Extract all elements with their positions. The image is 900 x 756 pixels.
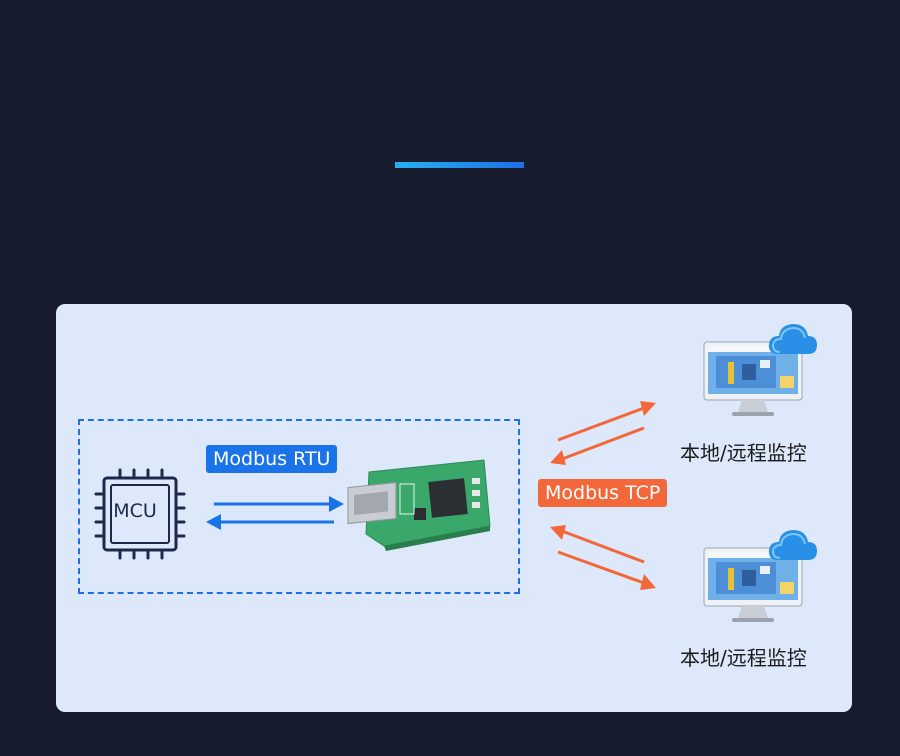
- monitor-caption: 本地/远程监控: [680, 646, 807, 670]
- arrow-up-right-icon: [557, 401, 656, 442]
- monitor-icon: [703, 547, 803, 622]
- modbus-rtu-label: Modbus RTU: [206, 445, 338, 473]
- tcp-arrows-bottom: [550, 525, 656, 590]
- diagram-panel: MCU Modbus RTU Modbus TCP: [56, 304, 852, 712]
- serial-module-icon: [347, 459, 491, 551]
- title-accent-bar: [395, 162, 524, 168]
- arrow-right-icon: [214, 496, 344, 512]
- arrow-down-left-icon: [550, 426, 645, 465]
- cloud-icon: [768, 530, 817, 560]
- tcp-arrows-top: [550, 401, 656, 465]
- device-boundary: [78, 419, 520, 594]
- arrow-left-icon: [206, 514, 334, 530]
- rtu-arrows: [206, 496, 344, 530]
- monitor-caption: 本地/远程监控: [680, 441, 807, 465]
- chip-icon: [94, 468, 186, 560]
- mcu-label: MCU: [113, 500, 157, 522]
- monitor-icon: [703, 341, 803, 416]
- arrow-up-left-icon: [550, 525, 645, 564]
- modbus-tcp-label: Modbus TCP: [538, 479, 668, 507]
- cloud-icon: [768, 324, 817, 354]
- arrow-down-right-icon: [557, 550, 656, 590]
